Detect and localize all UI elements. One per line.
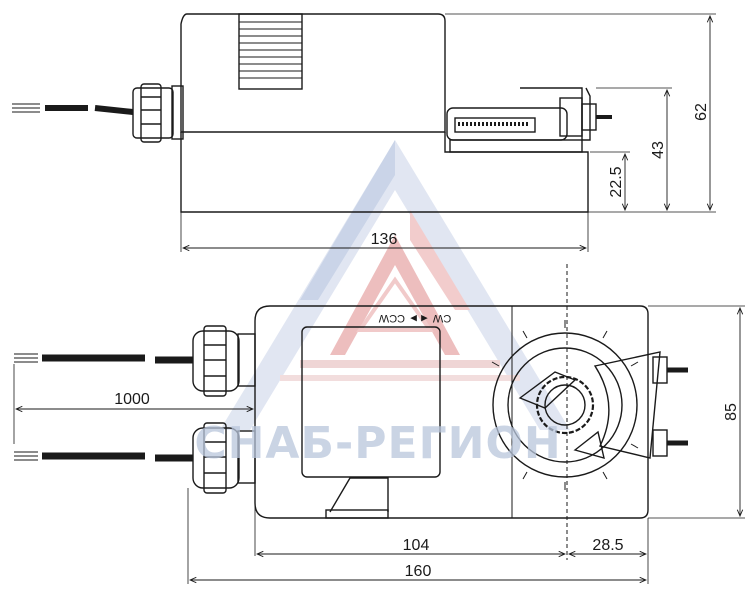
plan-view-cable-gland-top — [192, 330, 240, 392]
dim-body-length: 104 — [403, 537, 430, 554]
dim-shaft-offset: 28.5 — [592, 537, 623, 554]
side-view-cable-gland — [132, 87, 174, 139]
plan-view-body — [254, 305, 649, 519]
dim-overall-length: 160 — [405, 563, 432, 580]
plan-view-handle — [329, 477, 389, 513]
side-view-upper-body — [180, 13, 446, 133]
watermark-logo — [220, 140, 570, 430]
plan-view-bolt-bottom — [652, 429, 668, 457]
dim-height-base: 22.5 — [608, 166, 625, 197]
dim-cable-length: 1000 — [114, 391, 150, 408]
dim-height-shaft: 43 — [650, 141, 667, 159]
plan-view-dimension-lines — [16, 308, 740, 580]
dim-height-total: 62 — [693, 103, 710, 121]
watermark-text: СНАБ-РЕГИОН — [194, 418, 561, 469]
side-view-dimension-lines — [183, 16, 710, 248]
dim-overall-width: 85 — [723, 403, 740, 421]
side-view — [12, 13, 716, 252]
plan-view-bolt-top — [652, 356, 668, 384]
side-view-lower-body — [180, 132, 589, 213]
dim-top-width: 136 — [371, 231, 398, 248]
plan-view-clamp-wedge — [593, 351, 661, 459]
side-view-label-hatching — [239, 21, 302, 79]
plan-view-rotary-scale — [492, 332, 638, 478]
side-view-bracket — [520, 87, 591, 141]
side-view-label-plate — [238, 13, 303, 90]
plan-view-scale-ticks — [491, 320, 639, 490]
rotation-direction-label: CW ◄► CCW — [378, 312, 451, 324]
plan-view — [13, 305, 745, 584]
plan-view-clamp-disk — [507, 347, 623, 463]
side-view-cable — [94, 105, 134, 115]
plan-view-label-window — [301, 326, 441, 478]
